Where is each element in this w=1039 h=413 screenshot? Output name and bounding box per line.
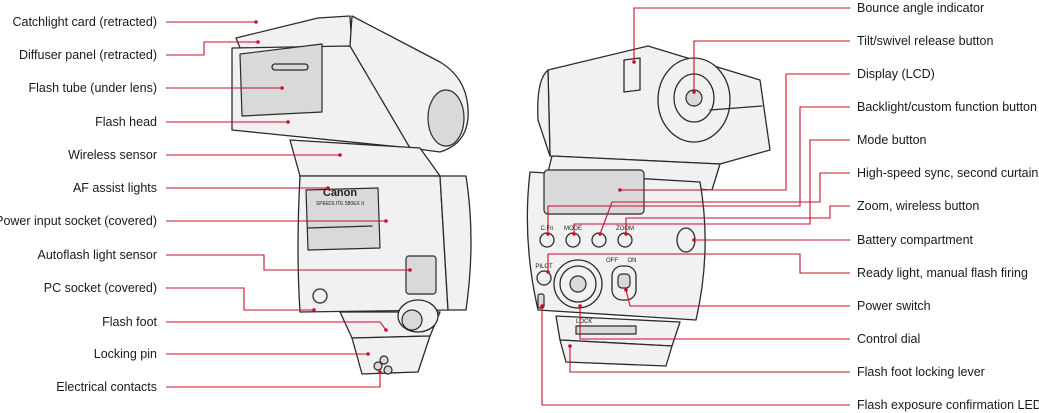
label-flash-exposure-led: Flash exposure confirmation LED (857, 398, 1039, 412)
leader-mode (573, 139, 850, 234)
leader-bounce (633, 7, 850, 62)
label-flash-head: Flash head (95, 115, 157, 129)
brand-text: Canon (323, 187, 358, 199)
front-flash-illustration: Canon SPEEDLITE 580EX II (231, 15, 472, 375)
label-af-assist-lights: AF assist lights (73, 181, 157, 195)
right-leaders (540, 7, 850, 406)
leader-tilt (693, 40, 850, 92)
leader-control-dial (579, 306, 850, 340)
panel-label-on: ON (628, 258, 637, 264)
leader-autoflash (166, 254, 410, 271)
label-locking-pin: Locking pin (94, 347, 157, 361)
label-control-dial: Control dial (857, 332, 920, 346)
left-leaders (166, 20, 412, 388)
leader-electrical (166, 372, 381, 388)
label-high-speed-sync: High-speed sync, second curtain (857, 166, 1038, 180)
panel-label-off: OFF (606, 258, 618, 264)
panel-label-cfn: C.Fn (540, 226, 553, 232)
label-flash-tube: Flash tube (under lens) (28, 81, 157, 95)
leader-zoom (625, 205, 850, 234)
label-electrical-contacts: Electrical contacts (56, 380, 157, 394)
label-power-input-socket: Power input socket (covered) (0, 214, 157, 228)
label-autoflash-light-sensor: Autoflash light sensor (37, 248, 157, 262)
label-catchlight-card: Catchlight card (retracted) (12, 15, 157, 29)
leader-backlight (547, 106, 850, 234)
back-flash-illustration: C.Fn MODE ZOOM PILOT OFF ON LOCK (526, 45, 771, 367)
panel-label-pilot: PILOT (535, 264, 553, 270)
label-bounce-angle-indicator: Bounce angle indicator (857, 1, 984, 15)
label-diffuser-panel: Diffuser panel (retracted) (19, 48, 157, 62)
leader-diffuser (166, 41, 258, 56)
panel-label-mode: MODE (564, 226, 582, 232)
panel-label-zoom: ZOOM (616, 226, 634, 232)
label-flash-foot: Flash foot (102, 315, 157, 329)
left-labels: Catchlight card (retracted) Diffuser pan… (0, 15, 158, 394)
leader-display (620, 73, 850, 191)
leader-led (541, 306, 850, 406)
leader-flash-foot (166, 321, 387, 331)
label-battery-compartment: Battery compartment (857, 233, 974, 247)
label-backlight-button: Backlight/custom function button (857, 100, 1037, 114)
leader-ready (547, 253, 850, 274)
label-pc-socket: PC socket (covered) (44, 281, 157, 295)
label-tilt-swivel-release: Tilt/swivel release button (857, 34, 993, 48)
right-labels: Bounce angle indicator Tilt/swivel relea… (857, 1, 1039, 412)
label-display-lcd: Display (LCD) (857, 67, 935, 81)
label-mode-button: Mode button (857, 133, 927, 147)
leader-power-switch (625, 289, 850, 307)
panel-label-lock: LOCK (576, 319, 592, 325)
label-power-switch: Power switch (857, 299, 931, 313)
label-flash-foot-locking-lever: Flash foot locking lever (857, 365, 985, 379)
label-wireless-sensor: Wireless sensor (68, 148, 157, 162)
leader-hss (599, 172, 850, 235)
leader-pc-socket (166, 287, 314, 311)
label-zoom-wireless: Zoom, wireless button (857, 199, 979, 213)
label-ready-light: Ready light, manual flash firing (857, 266, 1028, 280)
leader-lock-lever (569, 346, 850, 373)
model-text: SPEEDLITE 580EX II (316, 201, 364, 207)
